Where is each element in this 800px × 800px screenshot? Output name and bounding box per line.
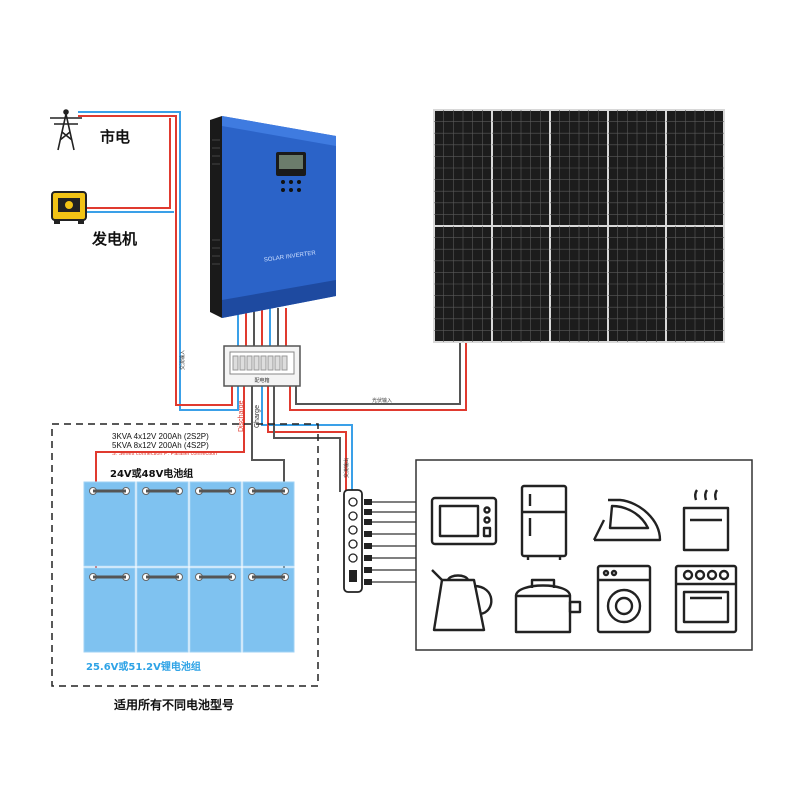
pv-panel: [665, 109, 725, 227]
ac-output-label: 交流输出: [343, 458, 350, 478]
battery-cell: [189, 567, 242, 653]
battery-config-line1: 3KVA 4x12V 200Ah (2S2P): [112, 432, 209, 441]
generator-label: 发电机: [92, 230, 138, 248]
charge-label: Charge: [254, 405, 261, 428]
pv-panel: [607, 225, 667, 343]
pv-panel: [549, 225, 609, 343]
pv-panel: [433, 109, 493, 227]
battery-cell: [136, 567, 189, 653]
power-strip: [343, 489, 372, 593]
battery-config-line2: 5KVA 8x12V 200Ah (4S2P): [112, 441, 209, 450]
battery-cell: [242, 567, 295, 653]
inverter: SOLAR INVERTER: [210, 116, 336, 318]
all-batteries-label: 适用所有不同电池型号: [114, 698, 235, 712]
ac-input-label: 交流输入: [179, 350, 186, 370]
power-tower-icon: [50, 109, 82, 151]
grid-label: 市电: [100, 128, 131, 146]
battery-cell: [83, 481, 136, 567]
breaker-box: 配电箱: [223, 345, 301, 387]
battery-cell: [136, 481, 189, 567]
pv-panel: [491, 225, 551, 343]
pv-input-label: 光伏输入: [372, 397, 392, 404]
bread-maker-icon: [514, 578, 582, 634]
kettle-icon: [431, 569, 493, 632]
refrigerator-icon: [520, 484, 568, 560]
battery-bank-label: 24V或48V电池组: [110, 469, 194, 480]
pv-panel: [549, 109, 609, 227]
microwave-icon: [430, 496, 498, 546]
battery-cell: [242, 481, 295, 567]
generator-icon: [51, 191, 87, 224]
washing-machine-icon: [596, 564, 652, 634]
battery-cell: [189, 481, 242, 567]
pv-panel: [491, 109, 551, 227]
battery-config-line3: S: Series connection P: Parallel connect…: [112, 451, 218, 457]
toaster-icon: [682, 489, 730, 552]
pv-panel: [665, 225, 725, 343]
appliance-icons: [430, 484, 738, 634]
discharge-label: Discharge: [238, 400, 245, 432]
lithium-bank-label: 25.6V或51.2V锂电池组: [86, 662, 201, 673]
battery-bank: [83, 481, 295, 653]
breaker-box-label: 配电箱: [254, 377, 269, 384]
battery-cell: [83, 567, 136, 653]
battery-dashed-box: [51, 423, 319, 687]
iron-icon: [592, 498, 662, 542]
pv-panel: [607, 109, 667, 227]
pv-panel: [433, 225, 493, 343]
pv-array: [433, 109, 725, 343]
stove-icon: [674, 564, 738, 634]
